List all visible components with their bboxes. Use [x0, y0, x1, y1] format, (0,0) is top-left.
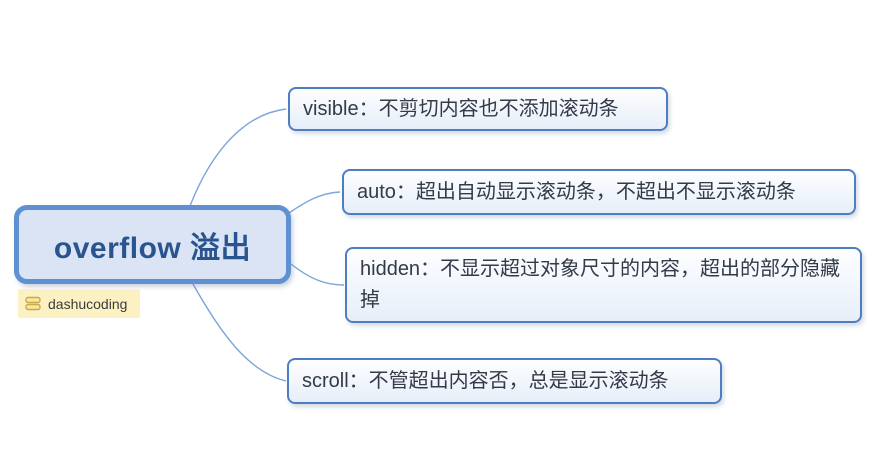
connector-root-to-scroll [192, 283, 287, 382]
branch-label-hidden: hidden：不显示超过对象尺寸的内容，超出的部分隐藏掉 [360, 258, 841, 311]
branch-node-visible[interactable]: visible：不剪切内容也不添加滚动条 [288, 87, 668, 131]
notes-icon [25, 296, 41, 311]
branch-node-scroll[interactable]: scroll：不管超出内容否，总是显示滚动条 [287, 358, 722, 404]
root-node-label: overflow 溢出 [53, 231, 252, 265]
connector-root-to-visible [189, 108, 287, 207]
branch-label-scroll: scroll：不管超出内容否，总是显示滚动条 [302, 369, 669, 392]
root-node-overflow[interactable]: overflow 溢出 [14, 205, 291, 284]
connector-root-to-hidden [290, 263, 345, 286]
tag-label: dashucoding [48, 295, 128, 312]
branch-label-auto: auto：超出自动显示滚动条，不超出不显示滚动条 [357, 180, 796, 203]
tag-dashucoding[interactable]: dashucoding [18, 289, 140, 318]
branch-label-visible: visible：不剪切内容也不添加滚动条 [303, 97, 619, 120]
branch-node-hidden[interactable]: hidden：不显示超过对象尺寸的内容，超出的部分隐藏掉 [345, 247, 862, 323]
connector-root-to-auto [288, 191, 341, 214]
branch-node-auto[interactable]: auto：超出自动显示滚动条，不超出不显示滚动条 [342, 169, 856, 215]
